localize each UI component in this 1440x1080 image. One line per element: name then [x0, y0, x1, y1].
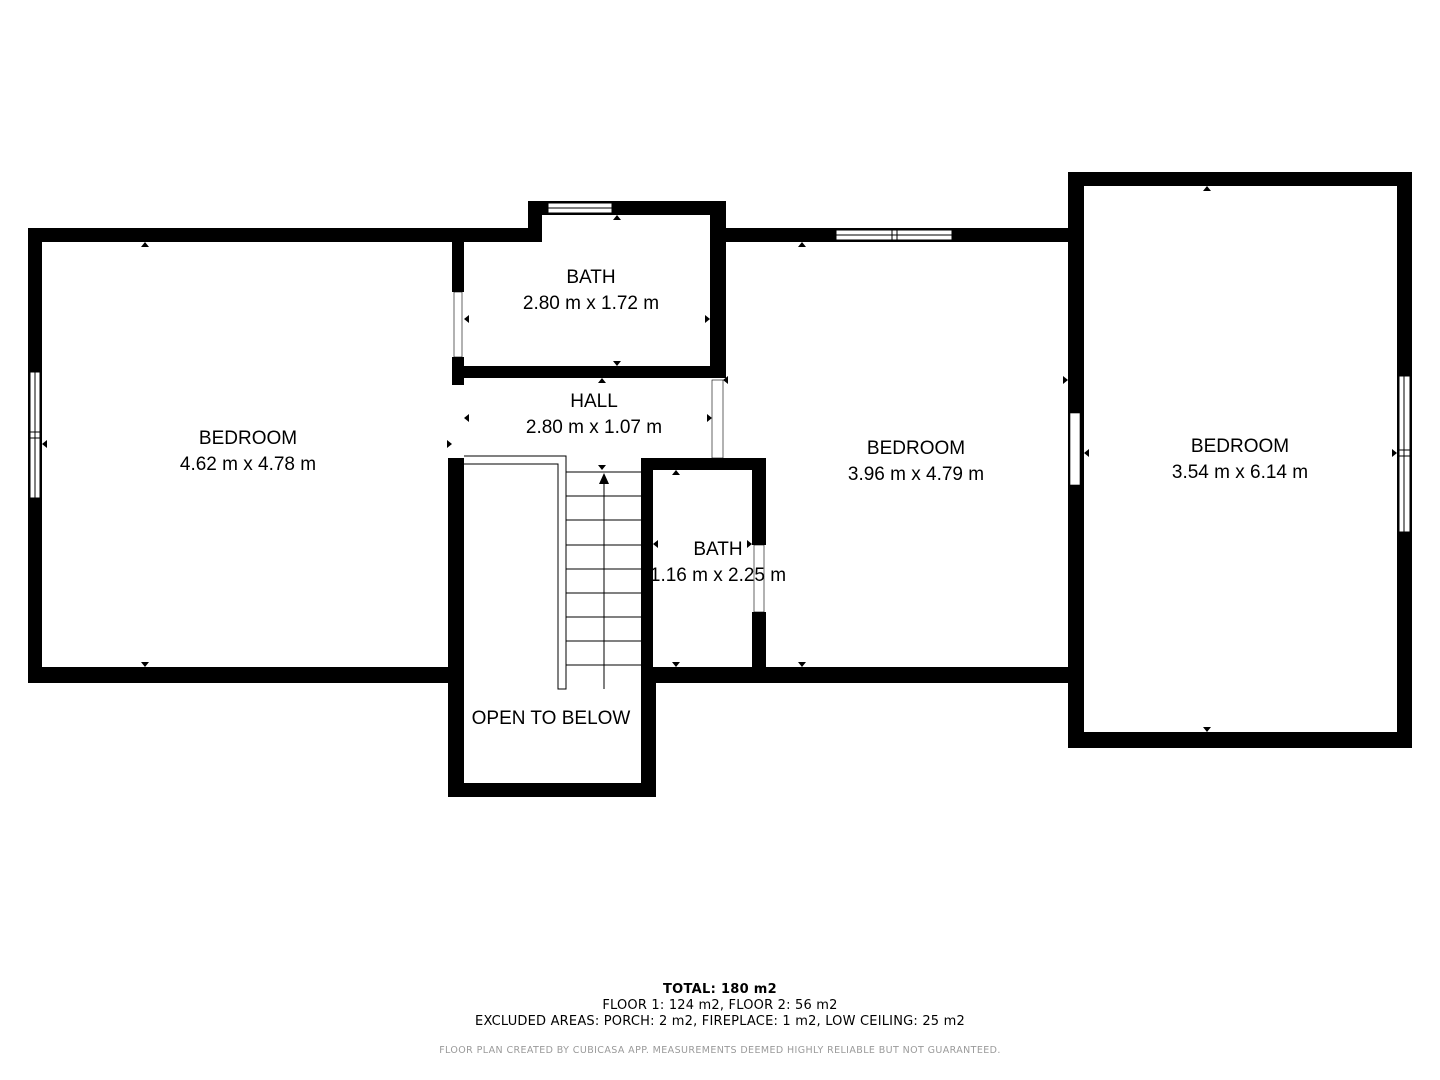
marker-icon — [598, 465, 606, 470]
marker-icon — [141, 662, 149, 667]
door-opening — [1069, 412, 1081, 486]
room-name-bath-north: BATH — [566, 267, 615, 288]
wall — [752, 458, 766, 545]
marker-icon — [1084, 449, 1089, 457]
measurement-markers — [42, 186, 1397, 732]
stairs — [464, 455, 641, 690]
room-dimensions-bath-north: 2.80 m x 1.72 m — [523, 293, 659, 314]
stair-railing — [464, 455, 567, 690]
marker-icon — [1063, 376, 1068, 384]
room-labels: BEDROOM 4.62 m x 4.78 m BATH 2.80 m x 1.… — [180, 267, 1308, 729]
stair-arrow-icon — [599, 473, 609, 484]
wall — [448, 458, 464, 797]
marker-icon — [1203, 727, 1211, 732]
window-east — [1398, 375, 1411, 533]
wall — [28, 228, 459, 242]
wall — [752, 612, 766, 683]
room-name-bedroom-west: BEDROOM — [199, 428, 297, 449]
marker-icon — [613, 361, 621, 366]
marker-icon — [613, 215, 621, 220]
room-name-hall: HALL — [570, 391, 618, 412]
marker-icon — [598, 378, 606, 383]
wall — [1068, 732, 1412, 748]
disclaimer: FLOOR PLAN CREATED BY CUBICASA APP. MEAS… — [439, 1045, 1001, 1056]
wall — [1068, 172, 1412, 186]
room-name-bedroom-east: BEDROOM — [1191, 436, 1289, 457]
marker-icon — [464, 414, 469, 422]
wall — [452, 228, 542, 242]
marker-icon — [723, 376, 728, 384]
window-west — [29, 371, 41, 499]
room-name-bedroom-middle: BEDROOM — [867, 438, 965, 459]
marker-icon — [464, 315, 469, 323]
excluded-areas: EXCLUDED AREAS: PORCH: 2 m2, FIREPLACE: … — [475, 1014, 965, 1029]
marker-icon — [747, 540, 752, 548]
marker-icon — [1392, 449, 1397, 457]
walls — [28, 172, 1412, 797]
door-opening — [753, 544, 765, 613]
wall — [641, 458, 766, 470]
wall — [641, 667, 1082, 683]
marker-icon — [798, 242, 806, 247]
room-dimensions-bedroom-middle: 3.96 m x 4.79 m — [848, 464, 984, 485]
wall — [710, 201, 726, 378]
wall — [448, 783, 656, 797]
wall — [28, 667, 459, 683]
marker-icon — [653, 540, 658, 548]
room-name-bath-small: BATH — [693, 539, 742, 560]
room-name-open-to-below: OPEN TO BELOW — [472, 708, 631, 729]
marker-icon — [42, 440, 47, 448]
room-dimensions-bedroom-east: 3.54 m x 6.14 m — [1172, 462, 1308, 483]
marker-icon — [447, 440, 452, 448]
marker-icon — [141, 242, 149, 247]
door-openings — [453, 291, 1081, 613]
wall — [641, 670, 656, 797]
marker-icon — [672, 470, 680, 475]
room-dimensions-bedroom-west: 4.62 m x 4.78 m — [180, 454, 316, 475]
marker-icon — [707, 414, 712, 422]
door-opening — [711, 379, 724, 459]
room-dimensions-bath-small: 1.16 m x 2.25 m — [650, 565, 786, 586]
floor-areas: FLOOR 1: 124 m2, FLOOR 2: 56 m2 — [602, 998, 838, 1013]
window-bath-north — [547, 202, 613, 214]
wall — [452, 228, 464, 292]
total-area: TOTAL: 180 m2 — [663, 982, 777, 997]
wall — [452, 366, 726, 378]
door-opening — [453, 291, 463, 358]
marker-icon — [672, 662, 680, 667]
window-bedroom-middle — [835, 229, 953, 241]
marker-icon — [798, 662, 806, 667]
room-dimensions-hall: 2.80 m x 1.07 m — [526, 417, 662, 438]
marker-icon — [705, 315, 710, 323]
marker-icon — [1203, 186, 1211, 191]
wall — [641, 458, 653, 683]
windows — [29, 202, 1411, 533]
